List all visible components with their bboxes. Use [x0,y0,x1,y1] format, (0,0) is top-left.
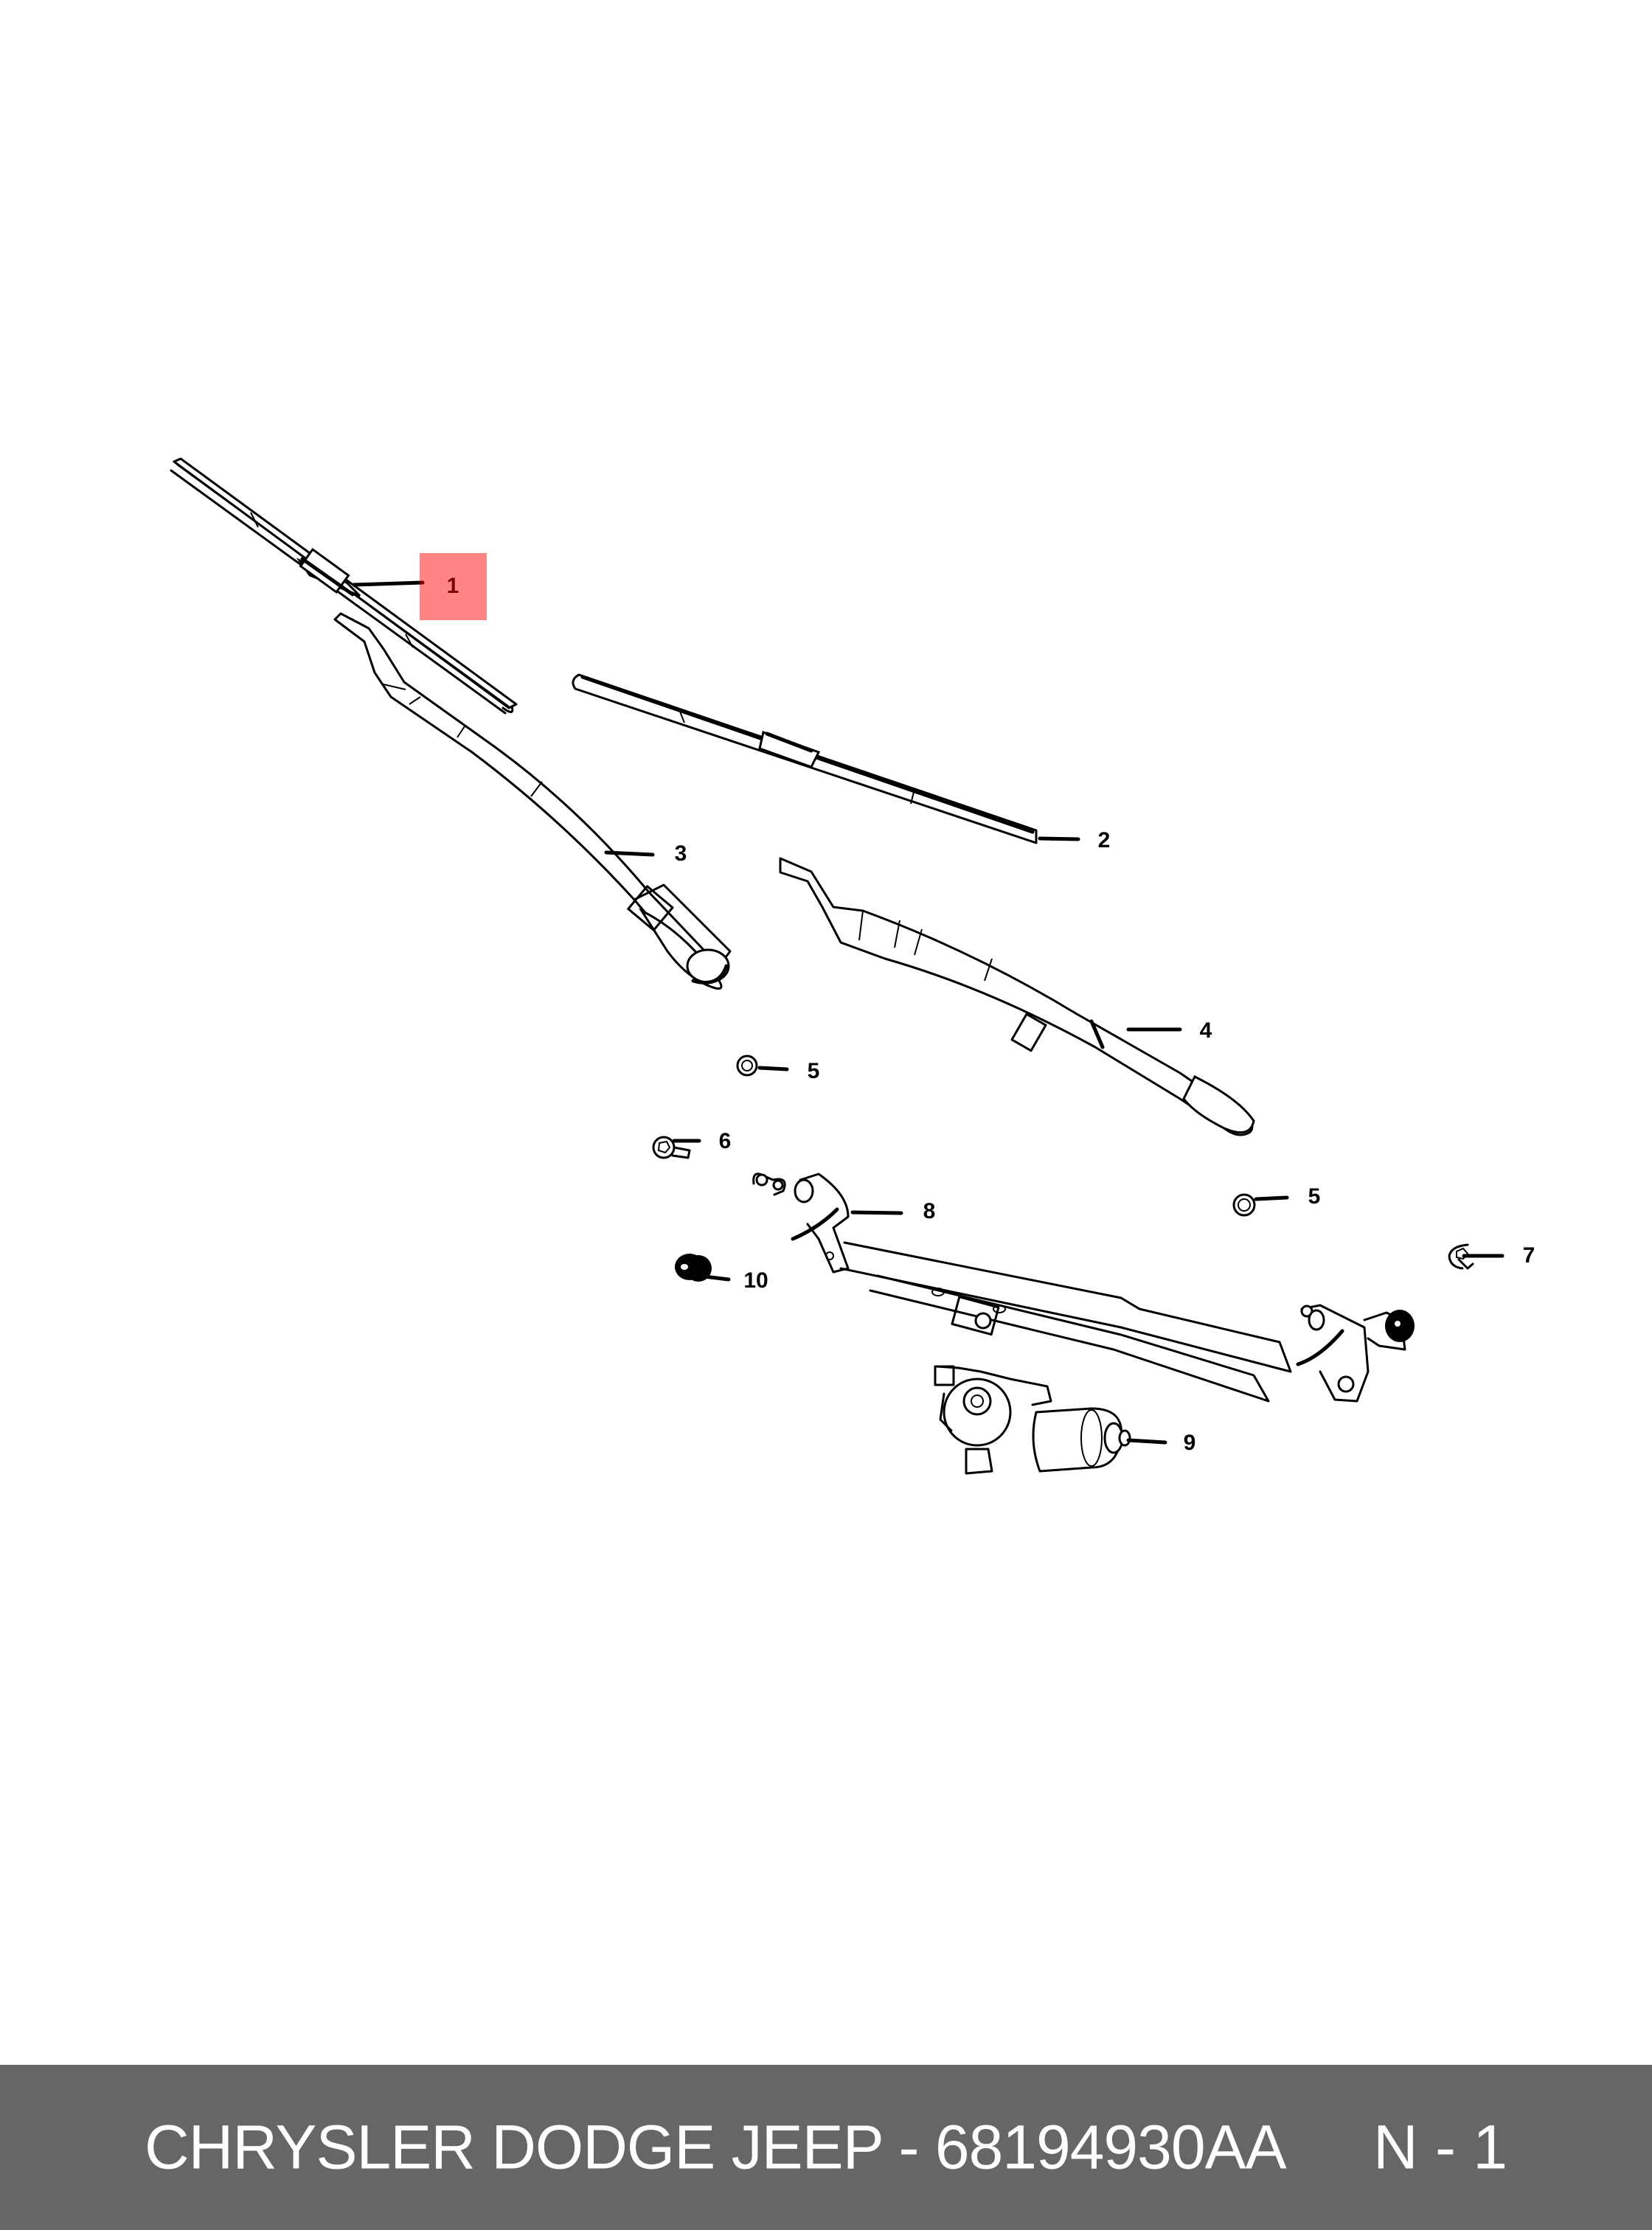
wiper-arm-right-drawing [779,857,1255,1136]
callout-5-upper: 5 [807,1059,820,1083]
parts-diagram: 1 2 3 4 5 6 5 8 7 10 9 [170,457,1535,1475]
footer-bar: CHRYSLER DODGE JEEP - 68194930AA N - 1 [0,2065,1652,2230]
callout-9: 9 [1183,1431,1196,1455]
wiper-motor-drawing [934,1365,1167,1475]
retaining-clip-drawing [1448,1243,1504,1270]
callout-5-lower: 5 [1308,1184,1321,1209]
callout-3: 3 [674,841,687,866]
wiper-arm-left-drawing [333,612,732,990]
nut-drawing-upper [736,1055,789,1077]
diagram-drawing [170,457,1504,1475]
callout-1: 1 [446,574,459,598]
callout-8: 8 [923,1199,936,1223]
callout-7: 7 [1522,1243,1535,1268]
callout-2: 2 [1097,828,1111,852]
wiper-blade-left-drawing [170,457,518,715]
nut-drawing-lower [1232,1193,1289,1217]
highlight-callout-1 [420,553,487,620]
callout-4: 4 [1199,1018,1212,1043]
grommet-drawing [675,1254,731,1282]
callout-6: 6 [718,1129,732,1153]
callout-10: 10 [743,1268,768,1293]
footer-page-indicator: N - 1 [1373,2112,1508,2182]
washer-clip-drawing [652,1136,701,1159]
wiper-linkage-drawing [752,1173,1415,1403]
footer-part-title: CHRYSLER DODGE JEEP - 68194930AA [145,2112,1287,2182]
wiper-blade-right-drawing [572,673,1080,844]
